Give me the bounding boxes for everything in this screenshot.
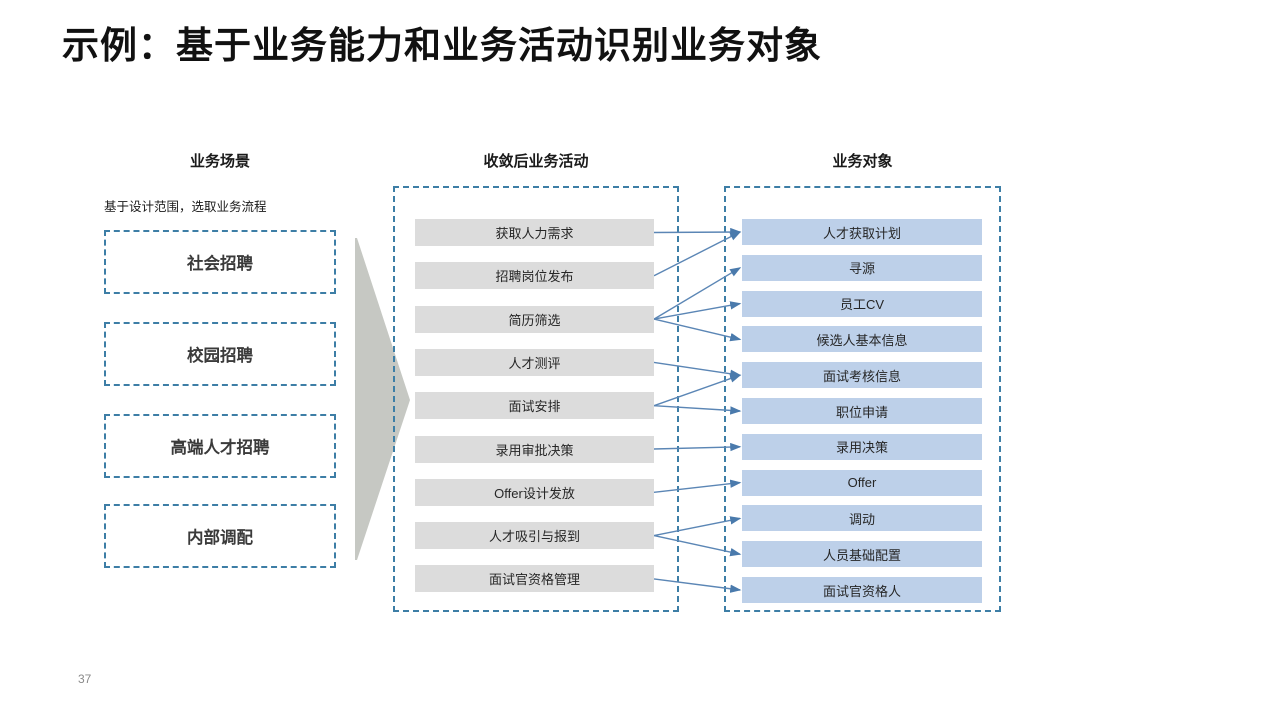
object-box[interactable]: 面试考核信息 <box>742 362 982 389</box>
object-box[interactable]: 员工CV <box>742 290 982 317</box>
page-number: 37 <box>78 672 92 686</box>
object-label: 录用决策 <box>835 440 888 456</box>
object-label: 面试考核信息 <box>822 368 901 384</box>
object-box[interactable]: 候选人基本信息 <box>742 326 982 353</box>
object-box[interactable]: 调动 <box>742 505 982 532</box>
activity-label: 面试官资格管理 <box>488 572 580 588</box>
activity-box[interactable]: 招聘岗位发布 <box>415 262 654 290</box>
object-label: 候选人基本信息 <box>816 332 908 348</box>
scenario-label: 内部调配 <box>187 529 253 547</box>
object-box[interactable]: 面试官资格人 <box>742 577 982 603</box>
activity-label: 面试安排 <box>508 399 561 415</box>
activity-label: 人才吸引与报到 <box>488 529 580 545</box>
page-title: 示例：基于业务能力和业务活动识别业务对象 <box>62 25 822 66</box>
scenario-box[interactable]: 内部调配 <box>104 504 336 568</box>
object-label: 寻源 <box>848 261 875 277</box>
object-label: 人才获取计划 <box>822 225 901 241</box>
object-label: 调动 <box>848 511 875 527</box>
activity-box[interactable]: 录用审批决策 <box>415 435 654 463</box>
activity-box[interactable]: Offer设计发放 <box>415 478 654 506</box>
activity-box[interactable]: 简历筛选 <box>415 305 654 333</box>
object-box[interactable]: 人才获取计划 <box>742 219 982 245</box>
activity-box[interactable]: 人才测评 <box>415 348 654 376</box>
object-box[interactable]: 职位申请 <box>742 398 982 424</box>
scenario-box[interactable]: 社会招聘 <box>104 230 336 294</box>
activity-box[interactable]: 获取人力需求 <box>415 219 654 246</box>
scenario-subtitle: 基于设计范围，选取业务流程 <box>104 200 267 214</box>
activity-label: 人才测评 <box>508 355 561 371</box>
column-header-scenario: 业务场景 <box>189 153 250 170</box>
activity-label: 录用审批决策 <box>495 442 574 458</box>
column-header-object: 业务对象 <box>832 153 893 170</box>
object-label: Offer <box>847 475 877 491</box>
activity-label: 简历筛选 <box>508 312 561 328</box>
activity-label: 招聘岗位发布 <box>495 269 574 285</box>
object-label: 职位申请 <box>835 404 888 420</box>
object-box[interactable]: 录用决策 <box>742 433 982 460</box>
activity-label: Offer设计发放 <box>494 485 575 501</box>
object-box[interactable]: 人员基础配置 <box>742 541 982 568</box>
scenario-label: 社会招聘 <box>187 255 253 273</box>
object-label: 面试官资格人 <box>822 583 901 599</box>
column-header-activity: 收敛后业务活动 <box>483 153 589 170</box>
scenario-box[interactable]: 高端人才招聘 <box>104 414 336 478</box>
scenario-label: 校园招聘 <box>187 347 253 365</box>
activity-label: 获取人力需求 <box>495 226 574 241</box>
activity-box[interactable]: 面试安排 <box>415 392 654 420</box>
scenario-box[interactable]: 校园招聘 <box>104 322 336 386</box>
activity-box[interactable]: 人才吸引与报到 <box>415 522 654 550</box>
object-box[interactable]: Offer <box>742 469 982 496</box>
scenario-label: 高端人才招聘 <box>170 439 270 457</box>
object-box[interactable]: 寻源 <box>742 254 982 281</box>
object-label: 员工CV <box>839 297 885 313</box>
object-label: 人员基础配置 <box>822 547 901 563</box>
flow-arrow-icon <box>355 238 410 560</box>
activity-box[interactable]: 面试官资格管理 <box>415 565 654 593</box>
